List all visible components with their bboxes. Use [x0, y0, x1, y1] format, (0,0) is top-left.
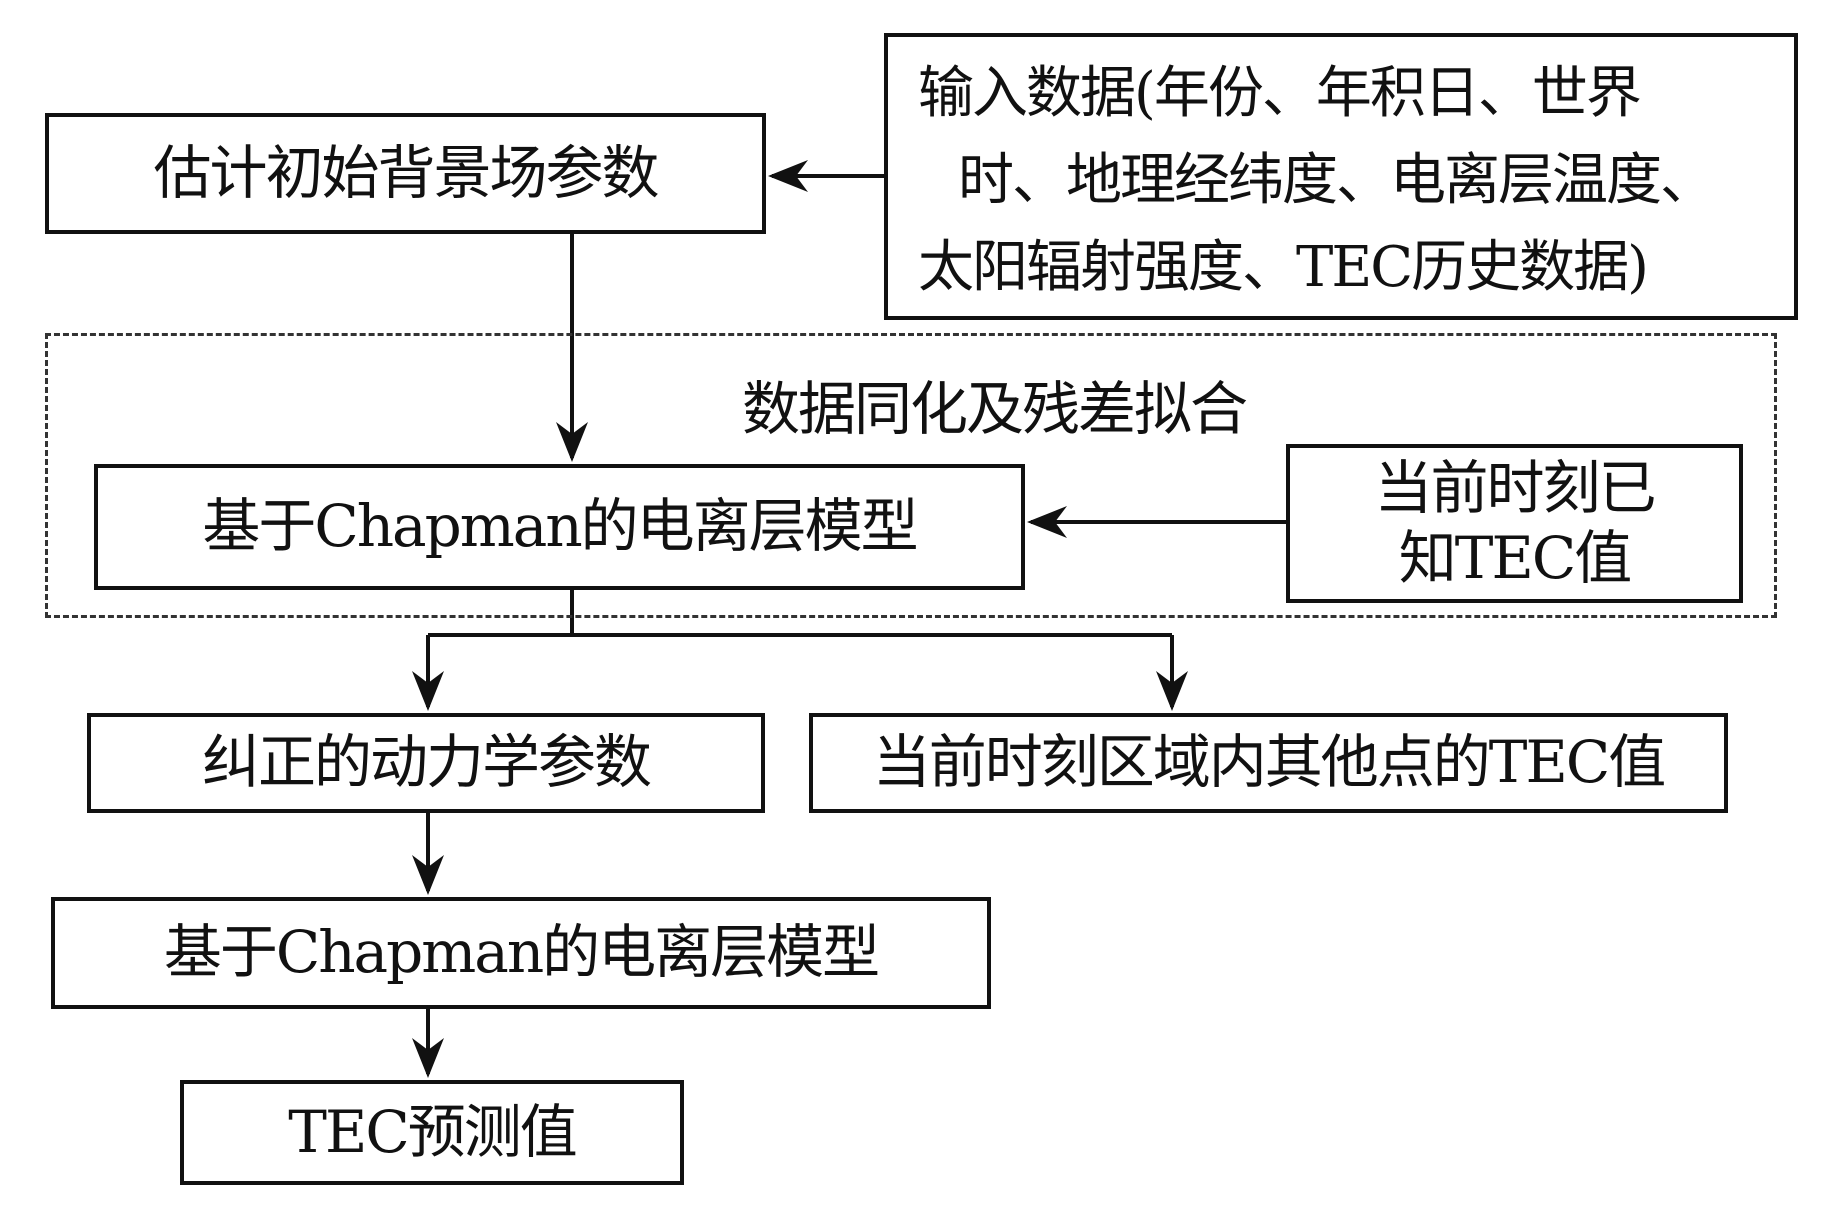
tec-prediction-box: TEC预测值 [180, 1080, 684, 1185]
corrected-params-label: 纠正的动力学参数 [201, 728, 652, 797]
estimate-params-box: 估计初始背景场参数 [45, 113, 766, 234]
chapman-model-label-1: 基于Chapman的电离层模型 [202, 492, 918, 561]
chapman-model-label-2: 基于Chapman的电离层模型 [163, 918, 880, 987]
known-tec-line-2: 知TEC值 [1398, 523, 1632, 592]
chapman-model-box-2: 基于Chapman的电离层模型 [51, 897, 991, 1009]
chapman-model-box-1: 基于Chapman的电离层模型 [94, 464, 1025, 590]
known-tec-line-1: 当前时刻已 [1374, 453, 1656, 522]
input-line-3: 太阳辐射强度、TEC历史数据) [918, 234, 1649, 300]
known-tec-box: 当前时刻已 知TEC值 [1286, 444, 1743, 603]
assimilation-group [45, 333, 1777, 618]
tec-prediction-label: TEC预测值 [288, 1097, 577, 1166]
other-points-tec-box: 当前时刻区域内其他点的TEC值 [809, 713, 1728, 813]
other-points-tec-label: 当前时刻区域内其他点的TEC值 [872, 728, 1666, 797]
estimate-params-label: 估计初始背景场参数 [153, 138, 659, 207]
input-line-1: 输入数据(年份、年积日、世界 [918, 61, 1642, 126]
corrected-params-box: 纠正的动力学参数 [87, 713, 765, 813]
assimilation-group-title: 数据同化及残差拟合 [742, 375, 1248, 443]
input-data-box: 输入数据(年份、年积日、世界 时、地理经纬度、电离层温度、 太阳辐射强度、TEC… [884, 33, 1798, 320]
input-line-2: 时、地理经纬度、电离层温度、 [958, 147, 1716, 213]
